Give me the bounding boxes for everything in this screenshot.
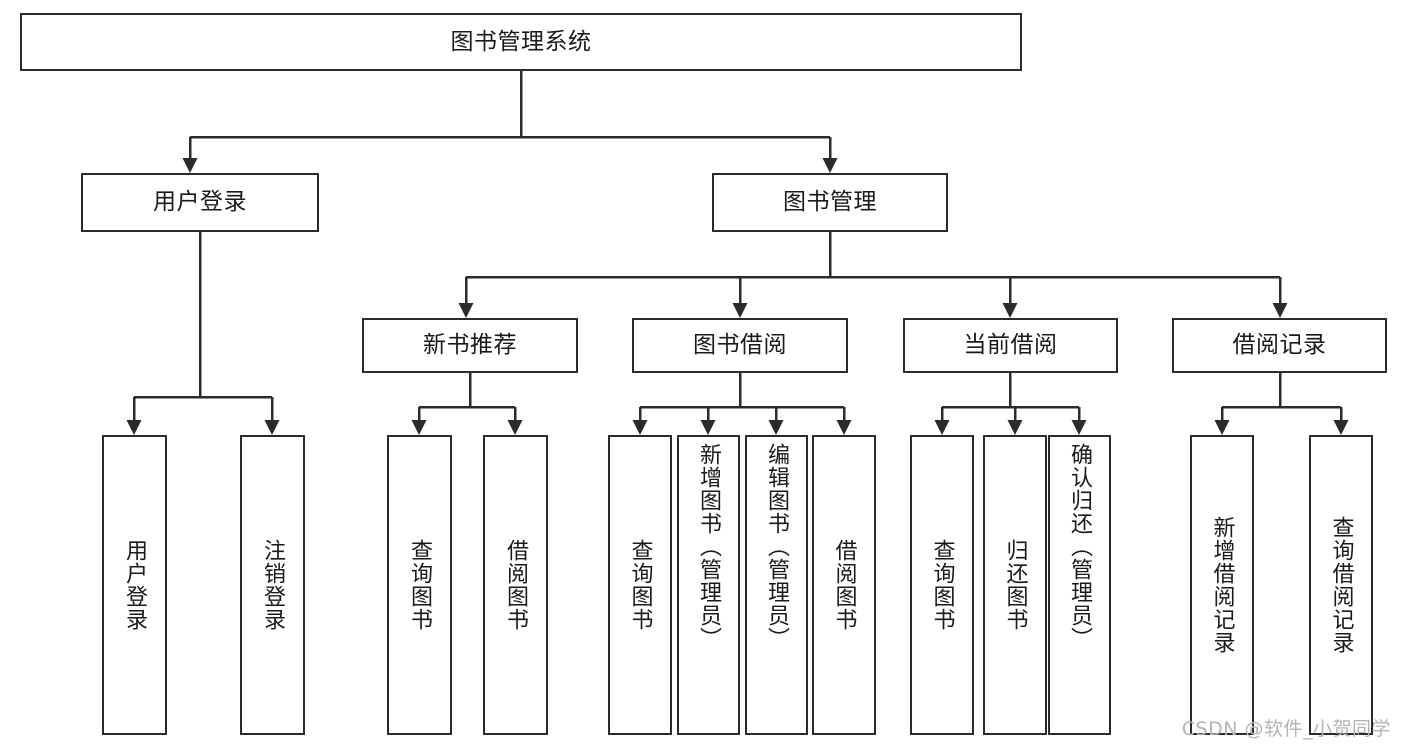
node-book-manage[interactable]: 图书管理 [712, 173, 948, 232]
node-label: 查询图书 [929, 539, 955, 631]
arrowhead-root-to-level1-0 [182, 158, 198, 173]
node-label: 用户登录 [122, 539, 148, 631]
node-label: 当前借阅 [963, 332, 1058, 359]
node-leaf-query-borrow-record[interactable]: 查询借阅记录 [1309, 435, 1373, 735]
arrowhead-current-borrow-to-leaves-1 [1007, 420, 1023, 435]
arrowhead-borrow-record-to-leaves-0 [1214, 420, 1230, 435]
arrowhead-book-manage-to-level2-1 [732, 303, 748, 318]
node-user-login[interactable]: 用户登录 [81, 173, 319, 232]
node-current-borrow[interactable]: 当前借阅 [903, 318, 1118, 373]
node-label: 确认归还（管理员） [1067, 443, 1093, 650]
arrowhead-user-login-to-leaves-0 [126, 420, 142, 435]
node-new-book-recommend[interactable]: 新书推荐 [362, 318, 578, 373]
node-label: 图书管理 [783, 189, 877, 216]
node-label: 借阅记录 [1232, 332, 1327, 359]
arrowhead-book-borrow-to-leaves-2 [768, 420, 784, 435]
arrowhead-current-borrow-to-leaves-0 [934, 420, 950, 435]
arrowhead-book-manage-to-level2-3 [1272, 303, 1288, 318]
node-leaf-edit-book-admin[interactable]: 编辑图书（管理员） [745, 435, 808, 735]
node-label: 查询图书 [627, 539, 653, 631]
arrowhead-current-borrow-to-leaves-2 [1071, 420, 1087, 435]
arrowhead-user-login-to-leaves-1 [264, 420, 280, 435]
arrowhead-book-borrow-to-leaves-0 [632, 420, 648, 435]
arrowhead-book-manage-to-level2-0 [458, 303, 474, 318]
node-root[interactable]: 图书管理系统 [20, 13, 1022, 71]
node-label: 借阅图书 [503, 539, 529, 631]
node-label: 借阅图书 [831, 539, 857, 631]
node-label: 查询图书 [407, 539, 433, 631]
node-label: 注销登录 [260, 539, 286, 631]
arrowhead-book-borrow-to-leaves-3 [836, 420, 852, 435]
node-label: 编辑图书（管理员） [764, 443, 790, 650]
node-label: 图书管理系统 [450, 28, 592, 55]
node-leaf-confirm-return-admin[interactable]: 确认归还（管理员） [1048, 435, 1111, 735]
node-label: 新书推荐 [423, 332, 517, 359]
node-leaf-add-borrow-record[interactable]: 新增借阅记录 [1190, 435, 1254, 735]
arrowhead-new-book-recommend-to-leaves-1 [507, 420, 523, 435]
node-leaf-borrow-book-2[interactable]: 借阅图书 [812, 435, 876, 735]
node-leaf-return-book[interactable]: 归还图书 [983, 435, 1047, 735]
node-label: 查询借阅记录 [1328, 516, 1354, 654]
node-leaf-user-logout[interactable]: 注销登录 [240, 435, 305, 735]
node-label: 新增借阅记录 [1209, 516, 1235, 654]
arrowhead-book-borrow-to-leaves-1 [700, 420, 716, 435]
node-leaf-borrow-book-1[interactable]: 借阅图书 [483, 435, 548, 735]
node-label: 用户登录 [153, 189, 247, 216]
node-leaf-query-book-2[interactable]: 查询图书 [608, 435, 672, 735]
arrowhead-new-book-recommend-to-leaves-0 [411, 420, 427, 435]
node-leaf-user-login[interactable]: 用户登录 [102, 435, 167, 735]
arrowhead-borrow-record-to-leaves-1 [1333, 420, 1349, 435]
node-book-borrow[interactable]: 图书借阅 [632, 318, 848, 373]
node-label: 图书借阅 [693, 332, 787, 359]
node-leaf-add-book-admin[interactable]: 新增图书（管理员） [677, 435, 740, 735]
node-borrow-record[interactable]: 借阅记录 [1172, 318, 1387, 373]
node-label: 归还图书 [1002, 539, 1028, 631]
node-label: 新增图书（管理员） [696, 443, 722, 650]
arrowhead-book-manage-to-level2-2 [1002, 303, 1018, 318]
arrowhead-root-to-level1-1 [822, 158, 838, 173]
node-leaf-query-book-3[interactable]: 查询图书 [910, 435, 974, 735]
node-leaf-query-book-1[interactable]: 查询图书 [387, 435, 452, 735]
